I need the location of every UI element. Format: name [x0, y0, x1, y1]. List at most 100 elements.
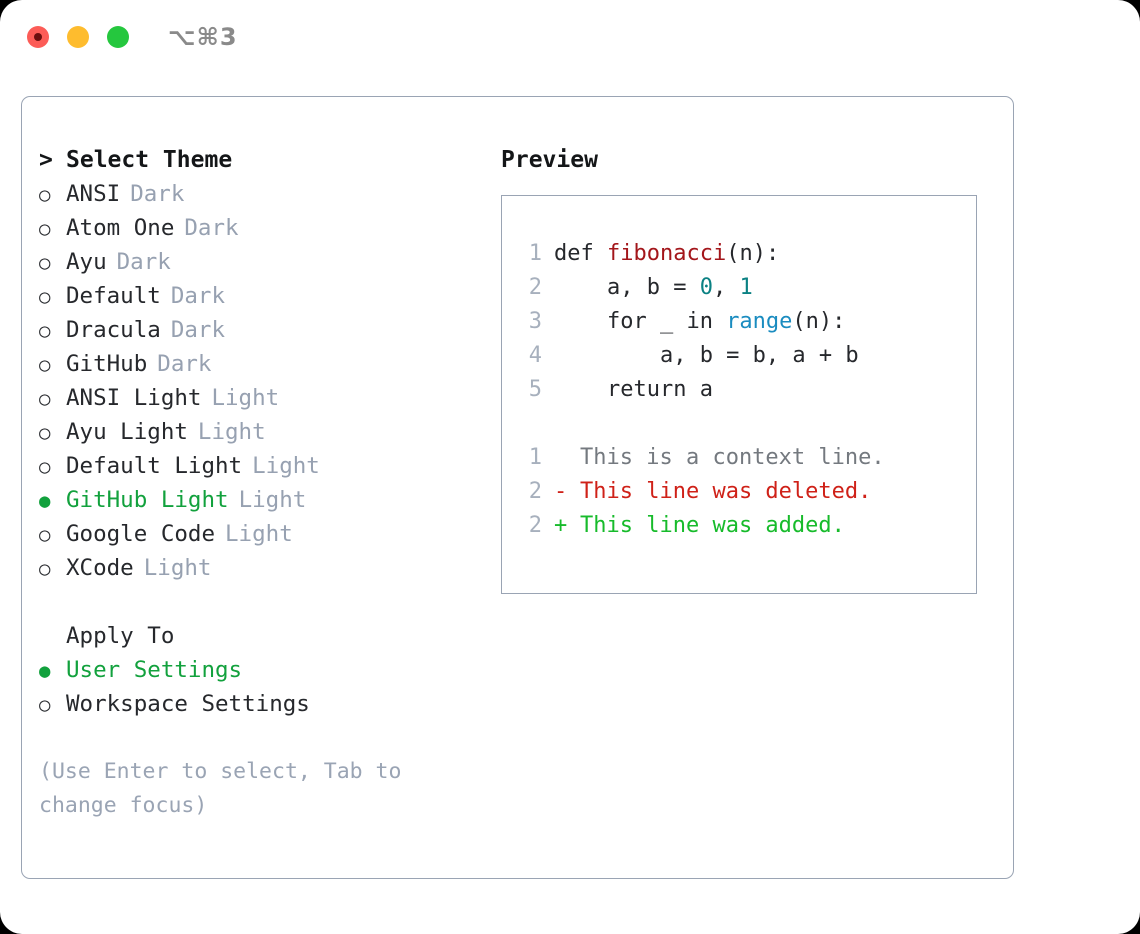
diff-text: This is a context line.: [580, 445, 885, 470]
close-button[interactable]: [27, 26, 49, 48]
theme-picker-header: > Select Theme: [39, 147, 499, 181]
theme-list-item[interactable]: ○ Ayu Light Light: [39, 419, 499, 453]
radio-unselected-icon: ○: [39, 320, 51, 342]
traffic-light-group: [27, 26, 129, 48]
theme-name-label: Atom One: [66, 215, 175, 241]
theme-name-label: Default Light: [66, 453, 243, 479]
theme-list-item[interactable]: ○ Dracula Dark: [39, 317, 499, 351]
theme-variant-badge: Dark: [170, 283, 226, 309]
diff-line: 2 + This line was added.: [516, 513, 976, 547]
theme-variant-badge: Light: [197, 419, 266, 445]
diff-marker: [554, 445, 580, 470]
theme-list-item[interactable]: ○ Default Light Light: [39, 453, 499, 487]
apply-to-list: ●User Settings ○ Workspace Settings: [39, 657, 499, 725]
theme-list-item[interactable]: ○ GitHub Dark: [39, 351, 499, 385]
theme-name-label: XCode: [66, 555, 134, 581]
line-number: 4: [528, 343, 542, 368]
diff-sample: 1 This is a context line.2-This line was…: [516, 445, 976, 547]
theme-variant-badge: Light: [252, 453, 320, 479]
radio-unselected-icon: ○: [39, 184, 51, 206]
theme-variant-badge: Dark: [130, 181, 185, 207]
code-token: a, b =: [554, 275, 700, 300]
theme-name-label: ANSI: [66, 181, 121, 207]
diff-line: 1 This is a context line.: [516, 445, 976, 479]
radio-unselected-icon: ○: [39, 456, 51, 478]
radio-unselected-icon: ○: [39, 422, 51, 444]
code-token: ,: [712, 275, 740, 300]
line-number: 2: [528, 513, 542, 538]
radio-unselected-icon: ○: [39, 388, 51, 410]
code-token: range: [726, 309, 793, 334]
theme-list-item[interactable]: ○ ANSI Light Light: [39, 385, 499, 419]
theme-list-item[interactable]: ○ XCode Light: [39, 555, 499, 589]
diff-text: This line was deleted.: [580, 479, 872, 504]
code-token: a, b = b, a + b: [554, 343, 859, 368]
minimize-button[interactable]: [67, 26, 89, 48]
line-number: 5: [528, 377, 542, 402]
code-token: (n):: [726, 241, 780, 266]
code-token: 1: [739, 275, 753, 300]
diff-text: This line was added.: [580, 513, 845, 538]
line-number: 2: [528, 479, 542, 504]
radio-unselected-icon: ○: [39, 354, 51, 376]
preview-heading: Preview: [501, 147, 598, 173]
list-spacer: [39, 589, 499, 623]
radio-unselected-icon: ○: [39, 524, 51, 546]
apply-to-option[interactable]: ●User Settings: [39, 657, 499, 691]
apply-to-option[interactable]: ○ Workspace Settings: [39, 691, 499, 725]
recording-indicator-dot: [34, 33, 42, 41]
radio-unselected-icon: ○: [39, 694, 51, 716]
page-title: Select Theme: [66, 147, 233, 173]
code-token: fibonacci: [606, 241, 727, 266]
theme-variant-badge: Dark: [184, 215, 239, 241]
keyboard-shortcut-label: ⌥⌘3: [168, 23, 238, 51]
code-line: 4 a, b = b, a + b: [516, 343, 976, 377]
preview-gap: [516, 411, 976, 445]
line-number: 2: [528, 275, 542, 300]
line-number: 3: [528, 309, 542, 334]
radio-unselected-icon: ○: [39, 286, 51, 308]
theme-name-label: ANSI Light: [66, 385, 202, 411]
code-line: 5 return a: [516, 377, 976, 411]
theme-name-label: Ayu Light: [66, 419, 188, 445]
theme-list-item[interactable]: ○ Google Code Light: [39, 521, 499, 555]
window-titlebar: ⌥⌘3: [0, 0, 1140, 78]
radio-unselected-icon: ○: [39, 558, 51, 580]
diff-line: 2-This line was deleted.: [516, 479, 976, 513]
code-token: for _ in: [554, 309, 727, 334]
radio-unselected-icon: ○: [39, 218, 51, 240]
keyboard-hint-text: (Use Enter to select, Tab to change focu…: [39, 759, 402, 818]
code-line: 3 for _ in range(n):: [516, 309, 976, 343]
theme-variant-badge: Dark: [157, 351, 212, 377]
apply-to-label: Workspace Settings: [66, 691, 310, 717]
code-token: return a: [554, 377, 713, 402]
theme-variant-badge: Light: [211, 385, 280, 411]
theme-name-label: Ayu: [66, 249, 107, 275]
theme-name-label: Google Code: [66, 521, 216, 547]
theme-variant-badge: Light: [143, 555, 212, 581]
diff-marker: +: [554, 513, 568, 538]
theme-name-label: Dracula: [66, 317, 161, 343]
theme-list-item[interactable]: ○ Atom One Dark: [39, 215, 499, 249]
maximize-button[interactable]: [107, 26, 129, 48]
code-token: (n):: [792, 309, 846, 334]
radio-selected-icon: ●: [39, 660, 51, 682]
theme-variant-badge: Dark: [170, 317, 226, 343]
line-number: 1: [528, 241, 542, 266]
theme-list-item[interactable]: ○ ANSI Dark: [39, 181, 499, 215]
prompt-caret-icon: >: [39, 147, 53, 173]
theme-name-label: GitHub Light: [66, 487, 229, 513]
theme-name-label: GitHub: [66, 351, 148, 377]
theme-variant-badge: Light: [225, 521, 293, 547]
